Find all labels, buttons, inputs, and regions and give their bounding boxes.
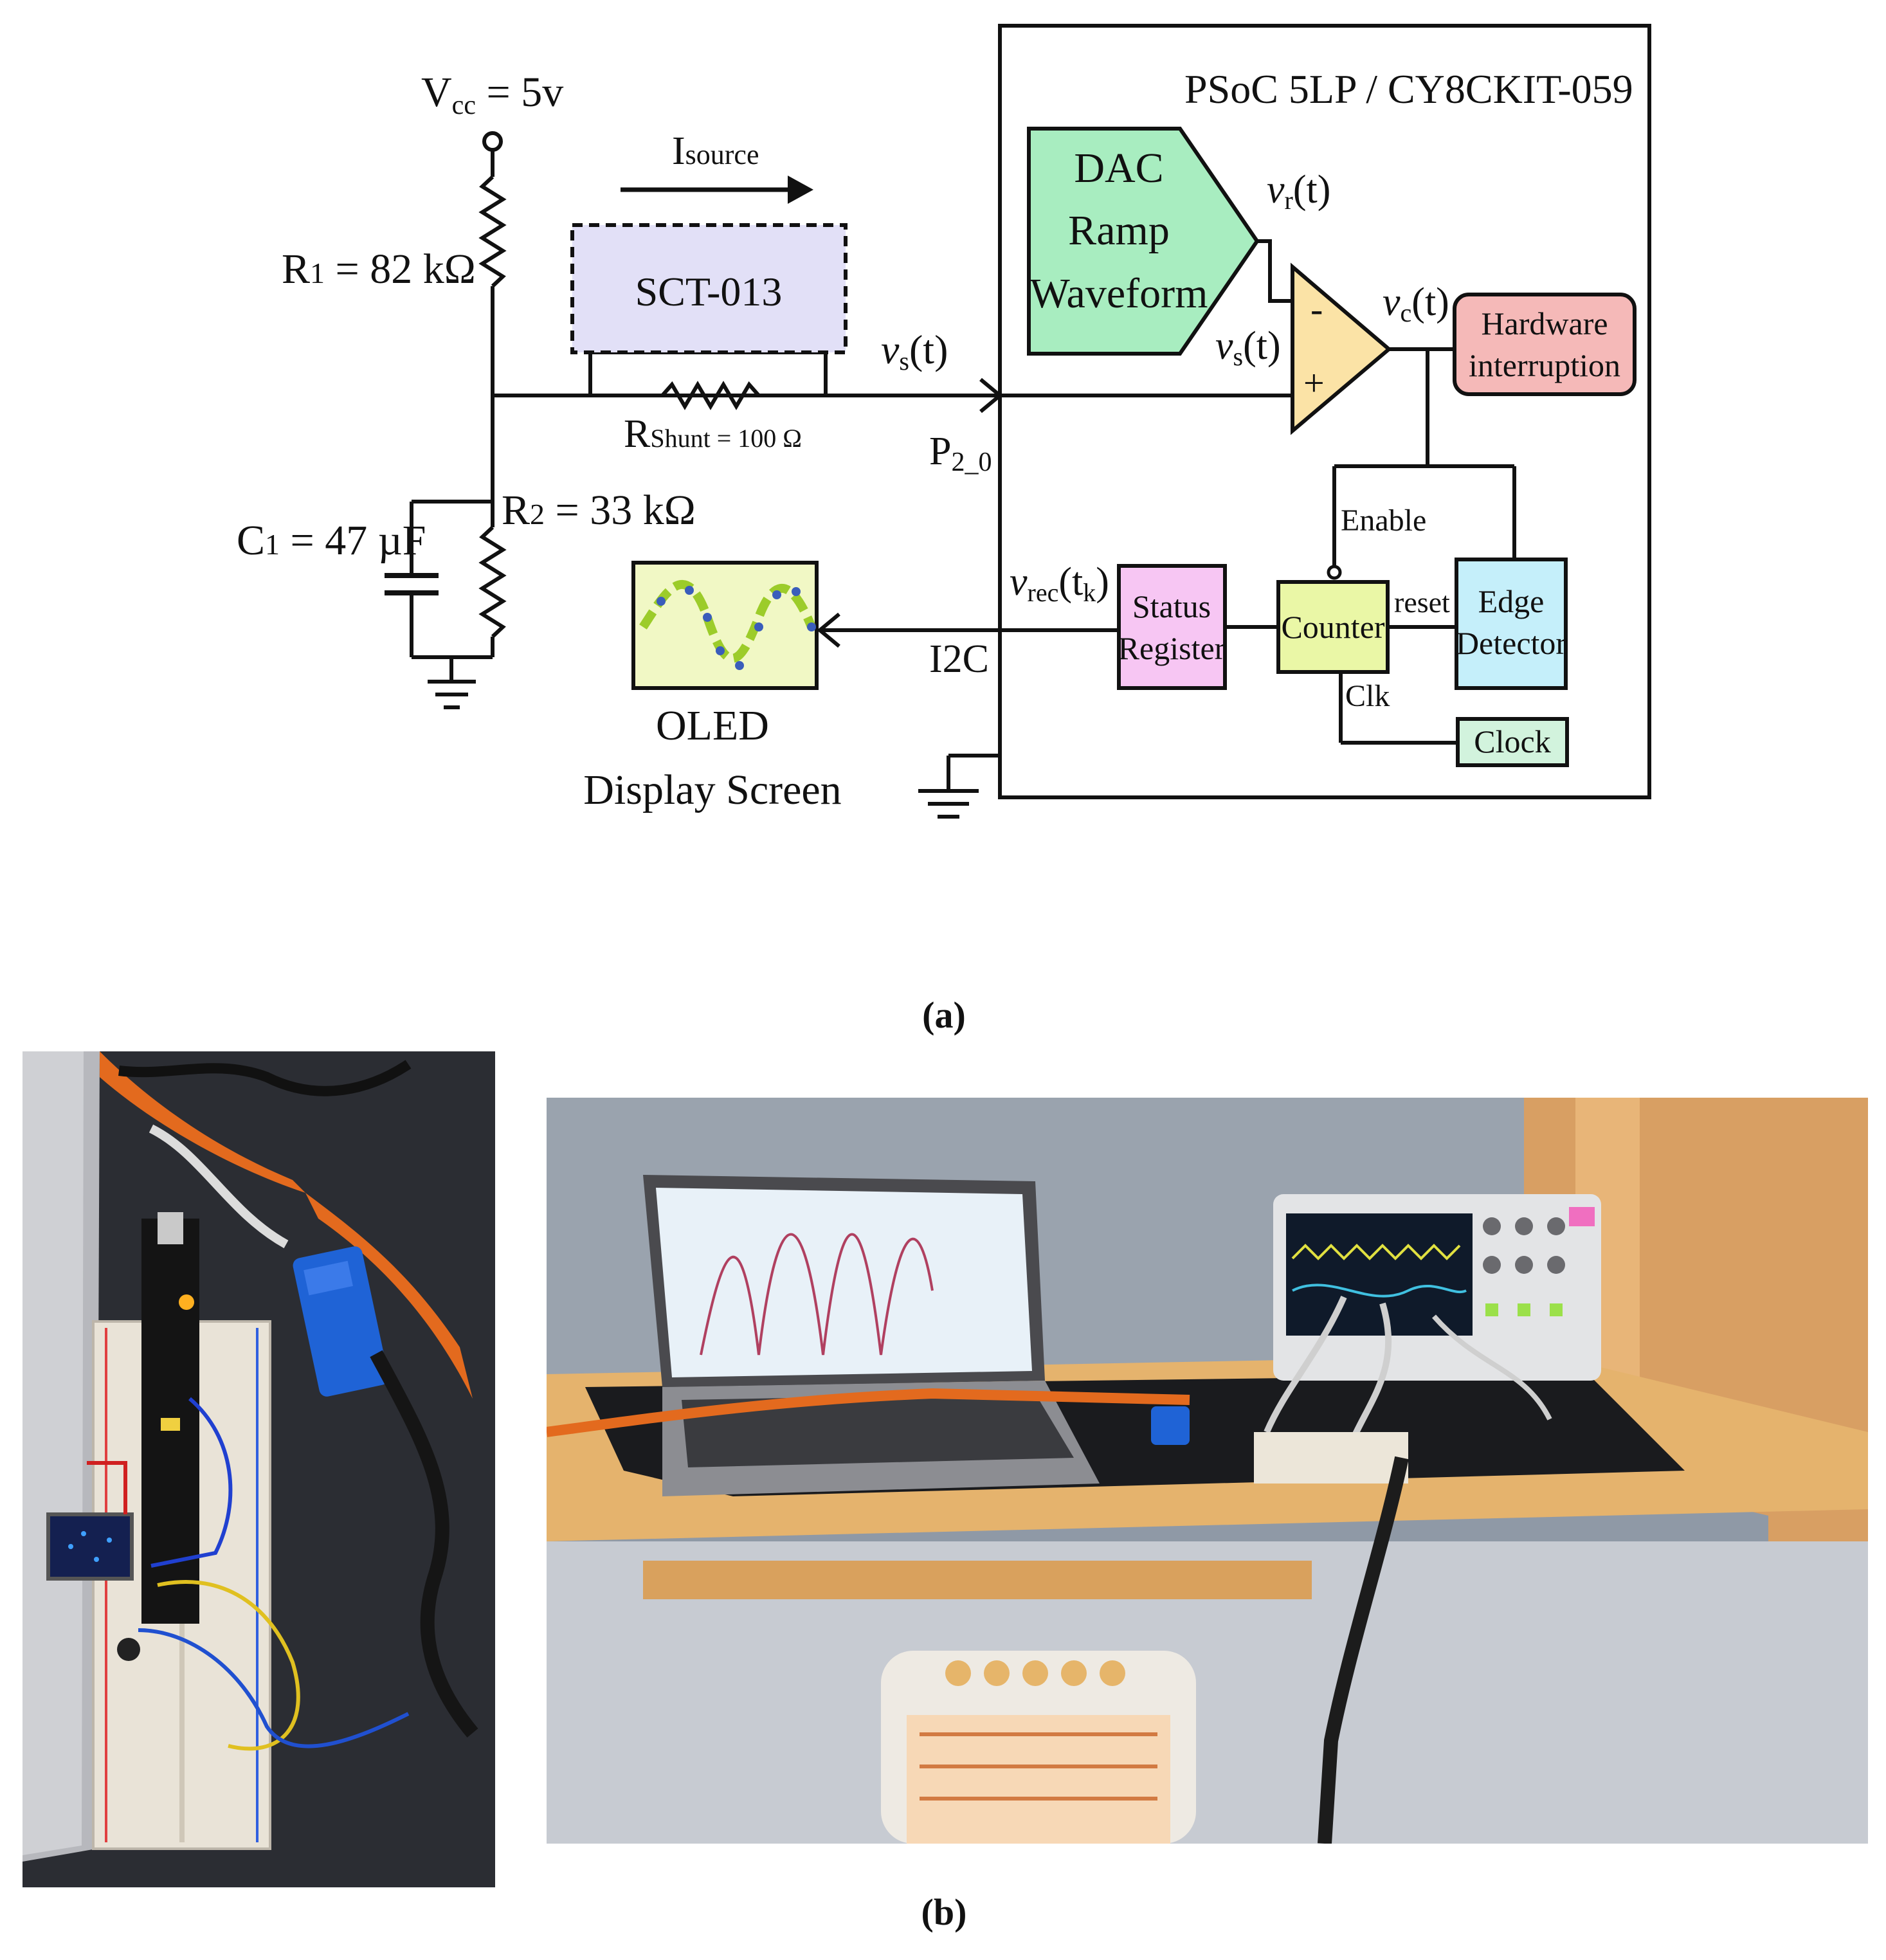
isource-arrow	[788, 176, 813, 204]
oled-waveform	[639, 580, 816, 663]
oled-display	[631, 561, 819, 690]
vc-label: vc(t)	[1383, 280, 1449, 327]
resistor-r2	[478, 525, 507, 639]
vs-input-label: vs(t)	[881, 327, 948, 376]
reset-label: reset	[1394, 586, 1450, 619]
comparator	[1291, 262, 1392, 435]
vrec-label: vrec(tk)	[1010, 560, 1109, 607]
comparator-minus: -	[1310, 288, 1323, 330]
psoc-title: PSoC 5LP / CY8CKIT-059	[1184, 66, 1633, 112]
resistor-r1	[478, 175, 507, 288]
rshunt-label: RShunt = 100 Ω	[624, 412, 802, 456]
counter-block	[1276, 580, 1390, 674]
c1-label: C1 = 47 µF	[237, 517, 426, 564]
dac-line-1: DAC	[1074, 145, 1163, 192]
photo-workstation	[547, 1098, 1868, 1844]
status-line-2: Register	[1118, 630, 1226, 666]
sct-013-box	[570, 223, 848, 354]
dac-line-2: Ramp	[1068, 207, 1170, 254]
isource-label: Isource	[672, 129, 759, 173]
vs-comparator-label: vs(t)	[1215, 324, 1281, 371]
sct-013-label: SCT-013	[635, 269, 783, 314]
vcc-label: Vcc = 5v	[421, 69, 563, 120]
vr-label: vr(t)	[1267, 168, 1330, 215]
enable-label: Enable	[1341, 504, 1426, 538]
oled-label-line-1: OLED	[656, 702, 769, 749]
counter-enable-input	[1327, 565, 1342, 580]
edge-line-2: Detector	[1456, 625, 1566, 661]
hw-line-1: Hardware	[1481, 305, 1608, 341]
i2c-label: I2C	[929, 637, 989, 681]
r2-label: R2 = 33 kΩ	[502, 487, 696, 534]
resistor-rshunt	[660, 381, 761, 410]
clock-block	[1456, 717, 1569, 767]
r1-label: R1 = 82 kΩ	[282, 246, 476, 293]
edge-line-1: Edge	[1478, 583, 1545, 619]
vcc-terminal	[482, 131, 503, 152]
hw-line-2: interruption	[1469, 347, 1620, 383]
dac-ramp-block	[1027, 127, 1260, 356]
photo-breadboard	[23, 1051, 495, 1887]
counter-label: Counter	[1281, 609, 1384, 645]
caption-a: (a)	[922, 994, 966, 1036]
status-line-1: Status	[1132, 588, 1211, 624]
psoc-box	[998, 24, 1651, 799]
hardware-interruption-block	[1453, 293, 1637, 396]
circuit-diagram: SCT-013 DAC Ramp Waveform - + Hardware i…	[237, 24, 1651, 819]
comparator-plus: +	[1303, 362, 1325, 404]
oled-label-line-2: Display Screen	[583, 767, 841, 813]
caption-b: (b)	[921, 1891, 967, 1933]
status-register-block	[1117, 564, 1227, 690]
clock-label: Clock	[1474, 723, 1550, 759]
dac-line-3: Waveform	[1030, 270, 1208, 317]
clk-label: Clk	[1345, 679, 1390, 713]
edge-detector-block	[1455, 558, 1568, 690]
p20-label: P2_0	[929, 430, 992, 477]
